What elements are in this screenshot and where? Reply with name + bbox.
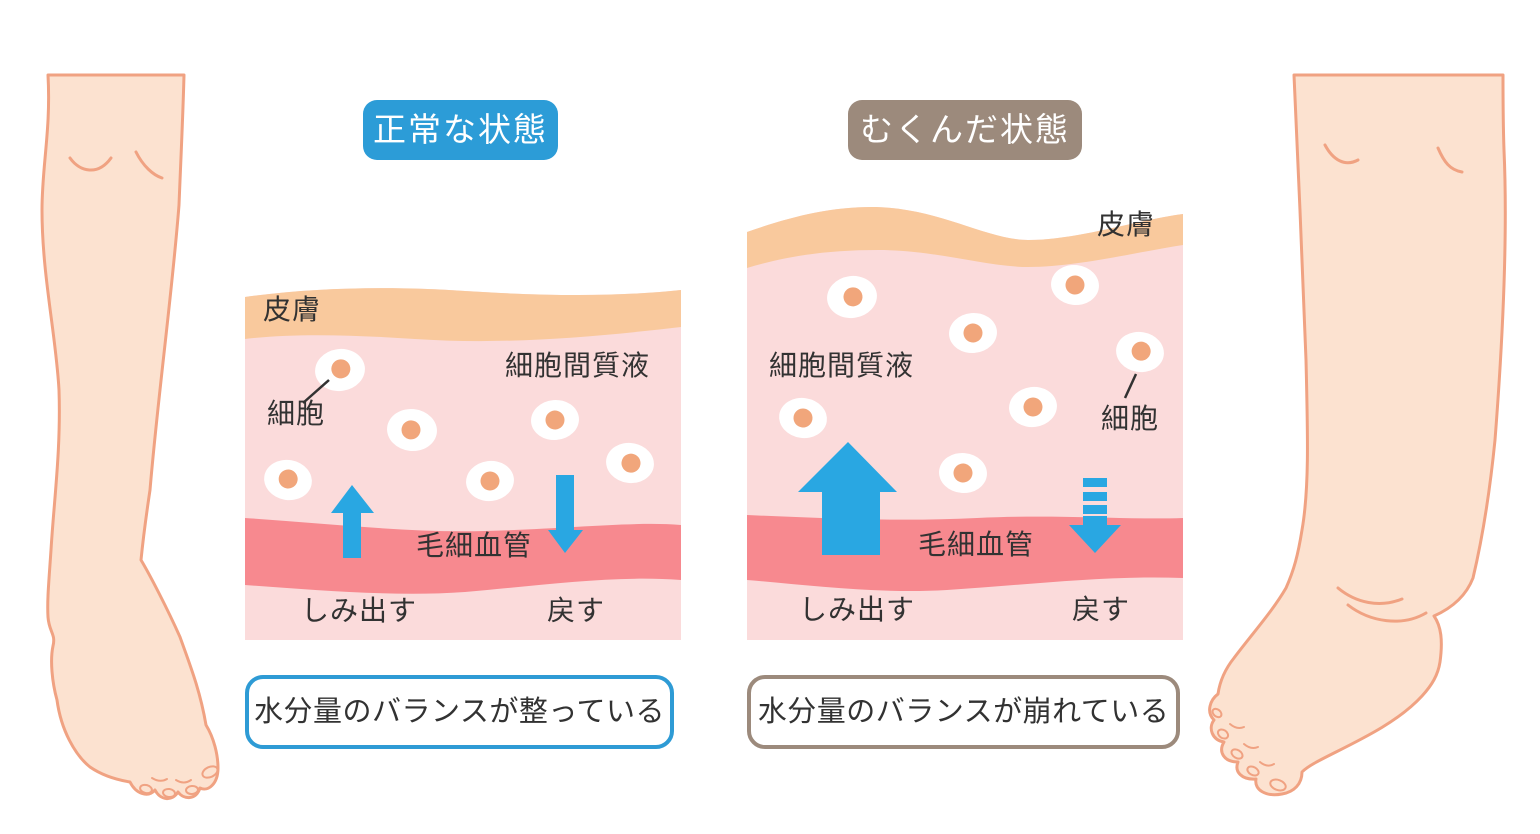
normal-state-header: 正常な状態 [363,100,558,160]
cell-pointer-line [1123,373,1138,399]
swollen-leg-knee-creases [1323,143,1464,174]
seep-out-label: しみ出す [799,593,916,626]
swollen-leg-outline [1208,73,1507,797]
interstitial-fluid-label: 細胞間質液 [769,349,915,382]
skin-band [747,207,1183,268]
swollen-caption-box: 水分量のバランスが崩れている [747,675,1180,749]
normal-skin-diagram [245,288,681,640]
swollen-skin-diagram [747,207,1183,640]
return-dashed-arrow-icon [1069,478,1121,553]
capillary-label: 毛細血管 [918,528,1035,561]
seep-out-arrow-icon [331,485,374,558]
interstitial-fluid-label: 細胞間質液 [505,349,651,382]
capillary-label: 毛細血管 [416,529,533,562]
cells [779,264,1164,494]
seep-out-label: しみ出す [301,594,418,627]
normal-leg-knee-creases [68,150,164,180]
skin-label: 皮膚 [263,293,322,326]
swollen-leg-illustration [1208,73,1507,797]
cells [264,348,654,502]
cell-pointer-line [302,379,330,404]
return-arrow-icon [548,475,583,553]
normal-leg-toe-nails [139,765,219,799]
normal-caption-box: 水分量のバランスが整っている [245,675,674,749]
skin-band [245,288,681,342]
swollen-state-header: むくんだ状態 [848,100,1082,160]
return-label: 戻す [547,594,606,627]
swollen-leg-ankle-creases [1336,586,1428,623]
return-label: 戻す [1072,593,1131,626]
cell-label: 細胞 [267,397,326,430]
seep-out-large-arrow-icon [798,442,897,555]
cell-label: 細胞 [1101,402,1160,435]
skin-label: 皮膚 [1097,208,1156,241]
normal-leg-outline [40,73,220,800]
normal-leg-illustration [40,73,220,800]
swollen-leg-toe-nails [1211,707,1287,792]
